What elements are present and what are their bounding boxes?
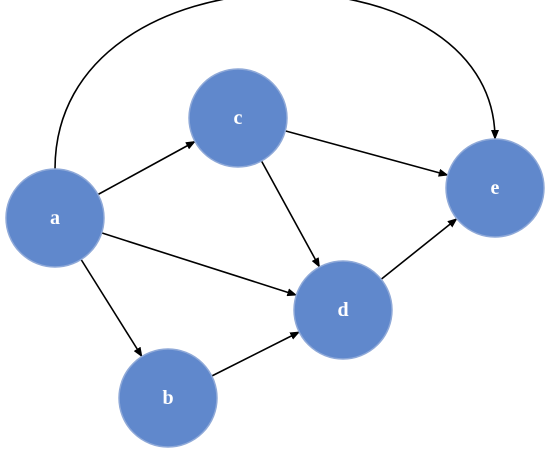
edge-a-c [97,140,196,196]
node-c-label: c [234,107,243,129]
edge-layer [54,0,499,377]
edge-b-d [211,331,301,377]
edge-a-b [80,259,143,358]
node-d-circle [293,260,393,360]
node-a-circle [5,168,105,268]
node-c-circle [188,68,288,168]
node-layer: a b c d e [5,68,545,448]
node-e: e [445,138,545,238]
node-e-circle [445,138,545,238]
node-e-label: e [491,177,500,199]
node-b-label: b [162,387,173,409]
edge-c-d [260,160,321,268]
node-a: a [5,168,105,268]
edge-c-e [285,130,449,177]
edge-d-e [380,218,458,280]
node-c: c [188,68,288,168]
node-a-label: a [50,207,60,229]
edge-a-d [101,232,298,297]
node-d: d [293,260,393,360]
edge-a-e [54,0,499,170]
node-b: b [118,348,218,448]
node-d-label: d [337,299,348,321]
node-b-circle [118,348,218,448]
